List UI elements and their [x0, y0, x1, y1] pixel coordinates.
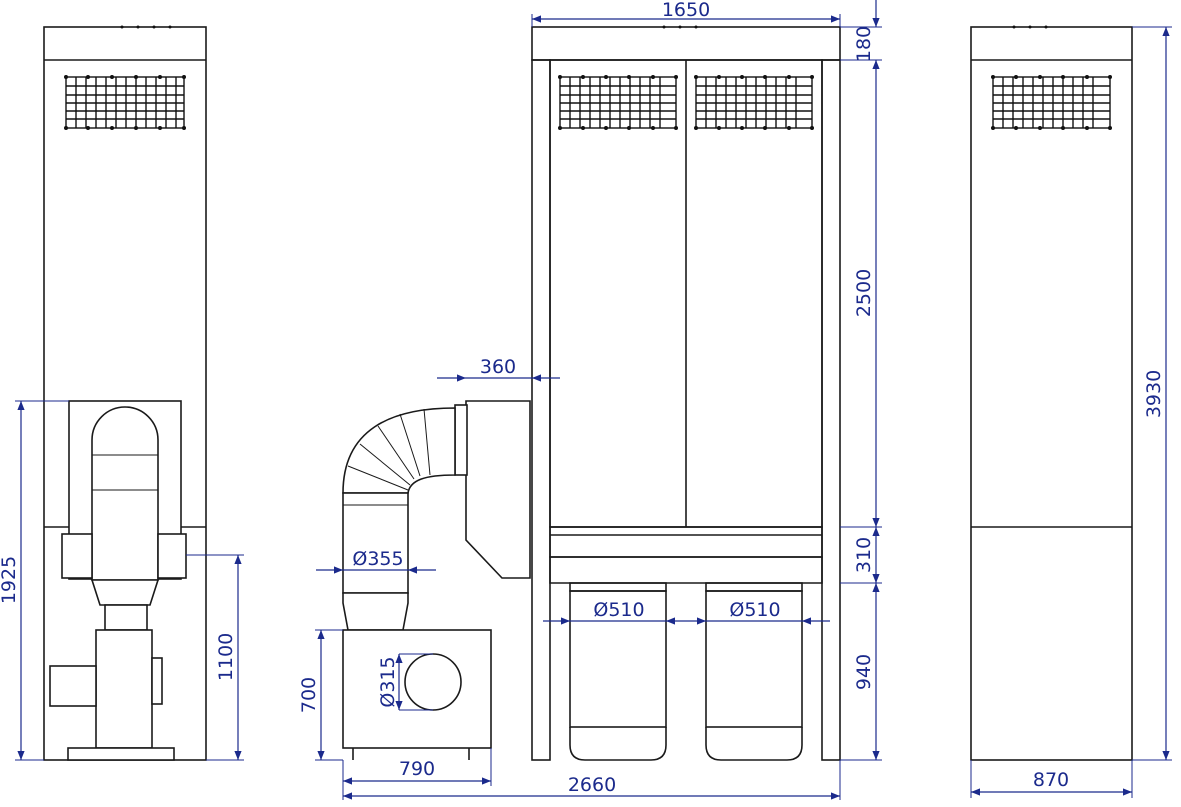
- duct-assembly: [342, 400, 531, 631]
- dim-fan-height: 700: [298, 677, 320, 713]
- vent-grille-front-right: [695, 76, 813, 129]
- front-view: [342, 26, 841, 761]
- dim-filter-section-height: 2500: [853, 269, 875, 317]
- side-view-right: [970, 26, 1133, 761]
- dim-fan-inlet-diameter: Ø315: [377, 656, 399, 707]
- dim-total-width-front: 1650: [662, 0, 710, 21]
- side-view-left: [43, 26, 207, 761]
- dim-bin-diameter-right: Ø510: [729, 599, 780, 621]
- dim-side-outlet-height: 1100: [215, 633, 237, 681]
- dimension-lines: [15, 0, 1172, 800]
- dimension-labels: 1650 180 2500 310 940 360 Ø355 Ø510 Ø510…: [0, 0, 1165, 796]
- dim-side-depth: 870: [1033, 769, 1069, 791]
- vent-grille-left: [65, 76, 185, 129]
- dim-total-length: 2660: [568, 774, 616, 796]
- dim-bin-diameter-left: Ø510: [593, 599, 644, 621]
- dim-side-offset: 360: [480, 356, 516, 378]
- dim-total-height: 3930: [1143, 370, 1165, 418]
- dim-outlet-height: 310: [853, 537, 875, 573]
- grille-fasteners: [64, 25, 1112, 130]
- vent-grille-right: [992, 76, 1111, 129]
- dim-duct-diameter: Ø355: [352, 548, 403, 570]
- dim-fan-width: 790: [399, 758, 435, 780]
- dim-bin-section-height: 940: [853, 654, 875, 690]
- dust-bin-right: [705, 582, 803, 761]
- vent-grille-front-left: [559, 76, 677, 129]
- dim-top-cap-height: 180: [853, 26, 875, 62]
- fan-box: [342, 629, 492, 760]
- dust-bin-left: [569, 582, 667, 761]
- dim-side-total-height: 1925: [0, 556, 20, 604]
